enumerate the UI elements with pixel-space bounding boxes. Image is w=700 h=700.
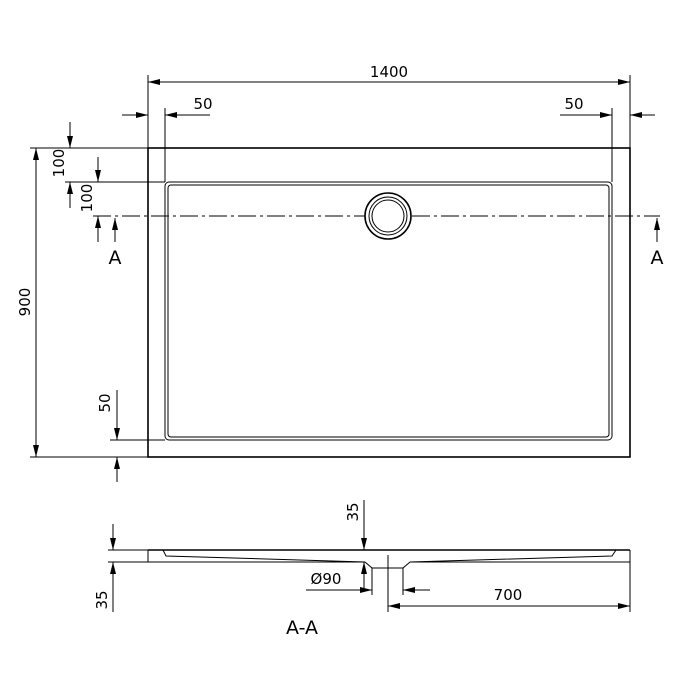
- dim-rim-top-label: 100: [50, 149, 68, 178]
- section-marker-right-label: A: [651, 247, 664, 269]
- section-marker-left: A: [109, 218, 122, 269]
- tray-outline: [147, 147, 631, 458]
- dimension-drain-diameter: Ø90: [306, 570, 430, 593]
- dimension-rim-left: 50: [122, 95, 213, 182]
- plan-view: [93, 147, 660, 458]
- dim-section-left-label: 35: [93, 590, 111, 609]
- dim-drain-center-label: 700: [494, 586, 523, 604]
- dim-rim-right-label: 50: [564, 95, 583, 113]
- dim-rim-left-label: 50: [193, 95, 212, 113]
- section-marker-right: A: [651, 218, 664, 269]
- dimension-section-top: 35: [344, 500, 367, 590]
- dimension-rim-right: 50: [560, 95, 655, 182]
- dimension-length: 1400: [147, 63, 631, 148]
- drain-section: [364, 555, 411, 612]
- dim-width-label: 900: [16, 288, 34, 317]
- dimension-section-left: 35: [93, 524, 148, 612]
- section-label: A-A: [286, 617, 318, 639]
- section-marker-left-label: A: [109, 247, 122, 269]
- dimension-rim-top: 100: [50, 122, 165, 208]
- dim-drain-diameter-label: Ø90: [311, 570, 342, 588]
- drain-icon: [364, 192, 412, 240]
- dimension-drain-offset: 100: [78, 157, 101, 242]
- section-view: [147, 549, 631, 612]
- tray-basin: [164, 181, 613, 441]
- dimension-drain-center: 700: [388, 562, 631, 612]
- dim-drain-offset-label: 100: [78, 184, 96, 213]
- dim-length-label: 1400: [370, 63, 408, 81]
- dimension-rim-bottom: 50: [96, 390, 165, 482]
- dim-rim-bottom-label: 50: [96, 393, 114, 412]
- dimension-width: 900: [16, 147, 148, 458]
- dim-section-top-label: 35: [344, 502, 362, 521]
